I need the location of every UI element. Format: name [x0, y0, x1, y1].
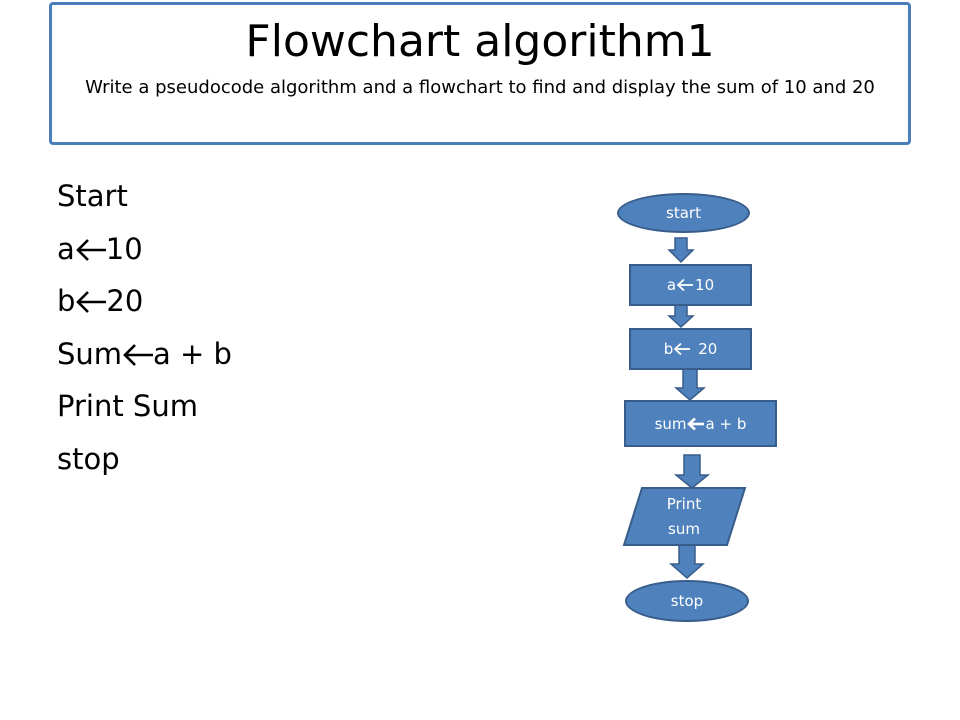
flow-assign-sum-expression: a + b	[705, 414, 747, 433]
flow-print-label-line1: Print	[666, 494, 702, 513]
left-arrow-icon	[686, 417, 704, 430]
title-box: Flowchart algorithm1 Write a pseudocode …	[49, 2, 911, 145]
flow-arrow-4	[673, 454, 711, 489]
flow-node-assign-b: b 20	[629, 328, 752, 370]
flow-node-start: start	[617, 193, 750, 233]
pseudocode-line-stop: stop	[57, 433, 232, 486]
left-arrow-icon	[676, 278, 694, 292]
print-parallelogram-shape	[622, 487, 747, 546]
pseudocode-expression: a + b	[153, 336, 232, 371]
pseudocode-line-print: Print Sum	[57, 380, 232, 433]
flow-node-stop: stop	[625, 580, 749, 622]
flow-node-start-label: start	[666, 204, 701, 222]
pseudocode-var-a: a	[57, 231, 75, 266]
pseudocode-print-text: Print Sum	[57, 389, 198, 423]
flow-print-label-line2: sum	[668, 519, 700, 538]
flow-node-assign-a: a 10	[629, 264, 752, 306]
flow-assign-b-value: 20	[698, 340, 718, 358]
flow-assign-sum-var: sum	[654, 414, 687, 433]
pseudocode-start-text: Start	[57, 179, 128, 213]
pseudocode-line-start: Start	[57, 170, 232, 223]
pseudocode-block: Start a 10 b 20 Sum a + b Print Sum stop	[57, 170, 232, 485]
left-arrow-icon	[76, 291, 107, 313]
flow-assign-b-var: b	[663, 340, 674, 358]
flow-node-assign-sum: sum a + b	[624, 400, 777, 447]
flow-assign-a-var: a	[666, 276, 677, 294]
pseudocode-line-assign-a: a 10	[57, 223, 232, 276]
left-arrow-icon	[123, 343, 154, 366]
slide-subtitle: Write a pseudocode algorithm and a flowc…	[85, 77, 875, 98]
slide-title: Flowchart algorithm1	[245, 16, 715, 67]
flow-arrow-1	[667, 237, 695, 264]
left-arrow-icon	[673, 342, 691, 356]
flow-assign-a-value: 10	[695, 276, 715, 294]
pseudocode-value-10: 10	[105, 231, 143, 266]
pseudocode-stop-text: stop	[57, 441, 120, 476]
flow-node-print: Print sum	[630, 488, 738, 545]
pseudocode-var-sum: Sum	[57, 336, 123, 371]
left-arrow-icon	[75, 238, 106, 261]
flow-arrow-3	[673, 368, 707, 401]
pseudocode-line-assign-sum: Sum a + b	[57, 328, 232, 381]
flow-arrow-2	[667, 304, 695, 329]
pseudocode-var-b: b	[57, 284, 76, 318]
pseudocode-value-20: 20	[106, 284, 144, 318]
flow-node-stop-label: stop	[670, 592, 704, 610]
flow-arrow-5	[669, 544, 705, 579]
pseudocode-line-assign-b: b 20	[57, 275, 232, 328]
